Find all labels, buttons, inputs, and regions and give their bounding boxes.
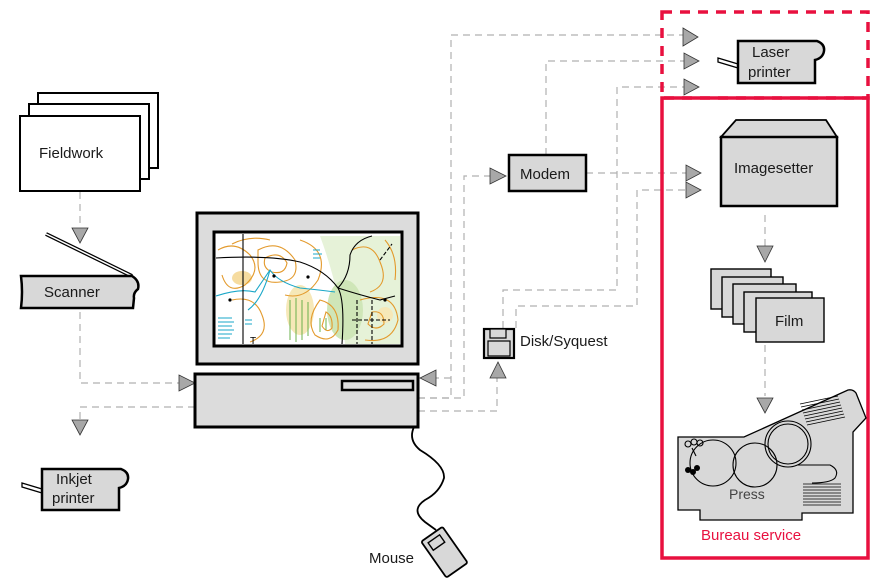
edge-scanner-computer [79,312,180,384]
edge-disk-laser [502,86,684,328]
paper-tray-icon [21,482,43,494]
film-label: Film [775,313,803,330]
arrow-right-icon [683,52,700,70]
fieldwork-sheet-front [19,115,141,192]
arrow-right-icon [682,27,699,47]
fieldwork-label: Fieldwork [39,145,104,162]
ink-blobs [685,465,700,475]
inkjet-printer-body [40,467,130,512]
arrow-right-icon [178,374,196,392]
laser-printer-body [736,39,826,85]
floppy-disk-shutter [489,328,507,339]
orienteering-map-image: T [216,234,400,347]
arrow-right-icon [683,78,700,96]
disk-syquest-label: Disk/Syquest [520,333,608,350]
mouse-label: Mouse [369,550,414,567]
press-label: Press [729,486,765,502]
imagesetter-top [719,119,839,138]
bureau-service-label: Bureau service [701,527,801,544]
floppy-drive-slot [340,379,415,392]
edge-disk-imagesetter [515,189,686,328]
paper-stack-input [799,395,846,426]
scanner-body [19,274,140,310]
arrow-right-icon [685,181,702,199]
computer-node[interactable]: T [193,211,420,429]
arrow-up-icon [489,361,507,379]
scanner-label: Scanner [44,284,100,301]
arrow-right-icon [489,167,507,185]
inkjet-printer-node[interactable]: Inkjet printer [21,467,130,512]
imagesetter-box [719,135,839,208]
edge-computer-inkjet [79,406,195,420]
inkjet-printer-label-line2: printer [52,490,95,507]
film-node[interactable]: Film [710,268,825,343]
inkjet-printer-label-line1: Inkjet [56,471,93,488]
modem-box [507,153,588,193]
edge-computer-disk [418,378,498,412]
bureau-service-group: Bureau service [660,10,870,560]
svg-text:T: T [250,336,256,347]
floppy-disk-label-area [487,340,511,357]
bureau-service-frame [660,96,870,560]
arrow-right-icon [685,164,702,182]
modem-node[interactable]: Modem [507,153,588,193]
edge-modem-laser [545,60,684,155]
laser-printer-group-frame [660,10,870,100]
disk-syquest-node[interactable]: Disk/Syquest [482,327,608,360]
fieldwork-node[interactable]: Fieldwork [19,92,159,192]
scanner-node[interactable]: Scanner [19,232,140,310]
paper-tray-icon [717,57,739,69]
mouse-node[interactable]: Mouse [369,426,468,578]
mouse-icon [421,526,468,578]
press-node[interactable]: Press [677,389,867,521]
scanner-lid-inner [45,233,133,277]
laser-printer-label-line1: Laser [752,44,790,61]
imagesetter-label: Imagesetter [734,160,813,177]
arrow-down-icon [756,245,774,263]
mouse-cable [411,426,445,531]
imagesetter-node[interactable]: Imagesetter [719,119,839,208]
paper-stack-output [803,483,841,506]
modem-label: Modem [520,166,570,183]
arrow-left-icon [419,369,437,387]
arrow-down-icon [756,397,774,414]
arrowheads [71,27,774,436]
arrow-down-icon [71,419,89,436]
connectors [79,34,766,420]
press-rollers [684,420,838,488]
laser-printer-label-line2: printer [748,64,791,81]
arrow-down-icon [71,227,89,244]
press-body [677,389,867,521]
edge-computer-modem [418,175,490,399]
laser-printer-node[interactable]: Laser printer [717,39,826,85]
film-sheet-front [755,297,825,343]
